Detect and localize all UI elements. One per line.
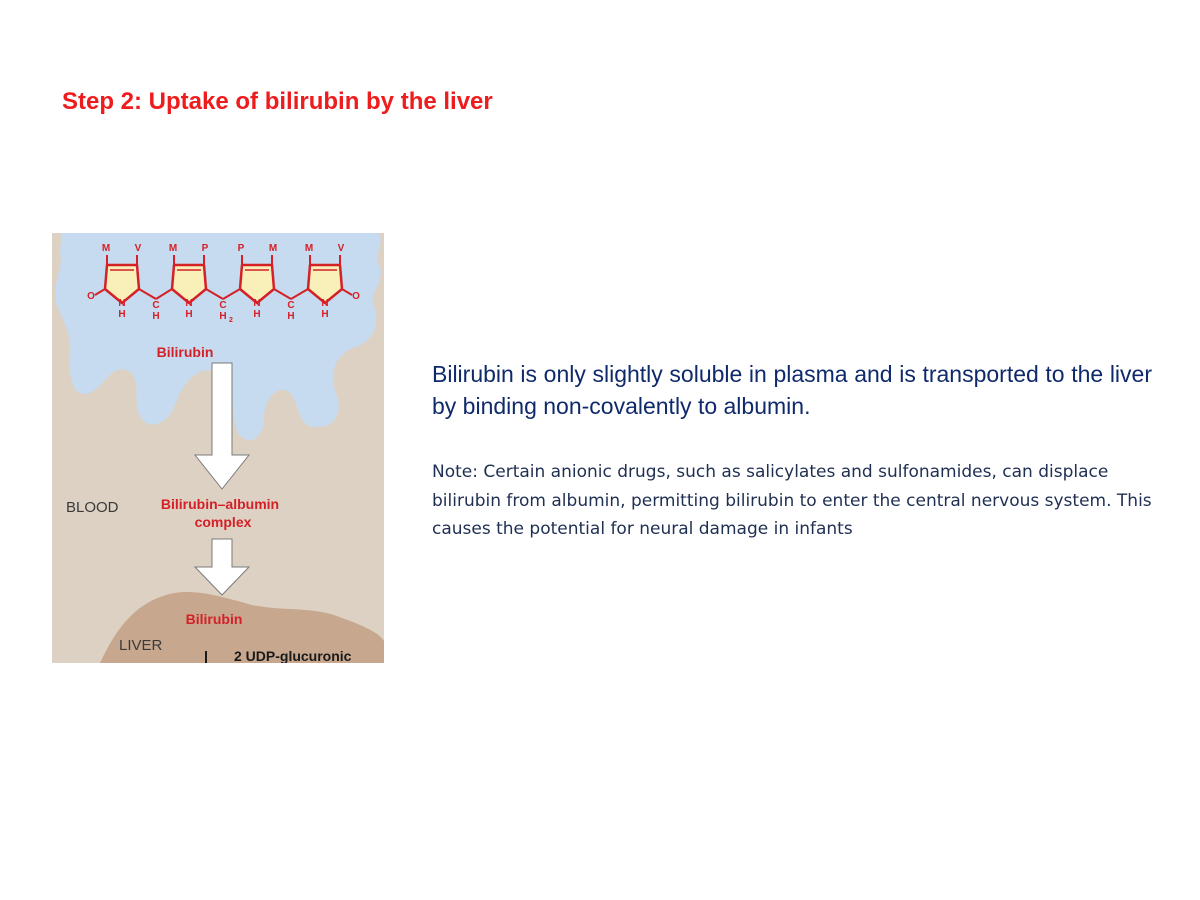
bridge-hydrogen-label: H xyxy=(287,311,294,322)
pyrrole-ring xyxy=(306,263,344,305)
bridge-bond xyxy=(155,288,173,300)
substituent-label: M xyxy=(305,243,313,254)
bilirubin-label: Bilirubin xyxy=(157,344,214,360)
carbonyl-bond xyxy=(94,288,106,296)
bridge-carbon-label: C xyxy=(287,300,294,311)
nitrogen-label: N xyxy=(253,298,260,309)
arrow-down-icon xyxy=(193,362,251,490)
pyrrole-ring xyxy=(170,263,208,305)
substituent-label: M xyxy=(102,243,110,254)
substituent-label: P xyxy=(238,243,245,254)
nitrogen-label: N xyxy=(321,298,328,309)
bridge-bond xyxy=(138,288,157,300)
subscript-label: 2 xyxy=(229,317,233,324)
hydrogen-label: H xyxy=(118,309,125,320)
substituent-label: M xyxy=(269,243,277,254)
complex-label-line2: complex xyxy=(195,514,252,530)
bridge-hydrogen-label: H xyxy=(152,311,159,322)
bridge-hydrogen-label: H xyxy=(219,311,226,322)
bridge-bond xyxy=(205,288,224,300)
udp-glucuronic-label: 2 UDP-glucuronic xyxy=(234,648,352,663)
pyrrole-ring xyxy=(238,263,276,305)
complex-label-line1: Bilirubin–albumin xyxy=(161,496,279,512)
hydrogen-label: H xyxy=(185,309,192,320)
bridge-carbon-label: C xyxy=(219,300,226,311)
nitrogen-label: N xyxy=(118,298,125,309)
substituent-label: P xyxy=(202,243,209,254)
bridge-bond xyxy=(290,288,309,300)
liver-label: LIVER xyxy=(119,637,163,654)
hydrogen-label: H xyxy=(253,309,260,320)
liver-region xyxy=(100,592,384,663)
substituent-label: M xyxy=(169,243,177,254)
carbonyl-bond xyxy=(341,288,353,296)
bridge-bond xyxy=(222,288,241,300)
pyrrole-ring xyxy=(103,263,141,305)
oxo-label: O xyxy=(87,291,95,302)
slide-title: Step 2: Uptake of bilirubin by the liver xyxy=(62,88,493,115)
note-text: Note: Certain anionic drugs, such as sal… xyxy=(432,462,1152,539)
liver-bilirubin-label: Bilirubin xyxy=(186,611,243,627)
oxo-label: O xyxy=(352,291,360,302)
bridge-bond xyxy=(273,288,292,300)
substituent-label: V xyxy=(338,243,345,254)
nitrogen-label: N xyxy=(185,298,192,309)
substituent-label: V xyxy=(135,243,142,254)
bridge-carbon-label: C xyxy=(152,300,159,311)
main-description: Bilirubin is only slightly soluble in pl… xyxy=(432,361,1152,419)
blood-label: BLOOD xyxy=(66,499,119,516)
hydrogen-label: H xyxy=(321,309,328,320)
arrow-down-icon xyxy=(193,538,251,596)
